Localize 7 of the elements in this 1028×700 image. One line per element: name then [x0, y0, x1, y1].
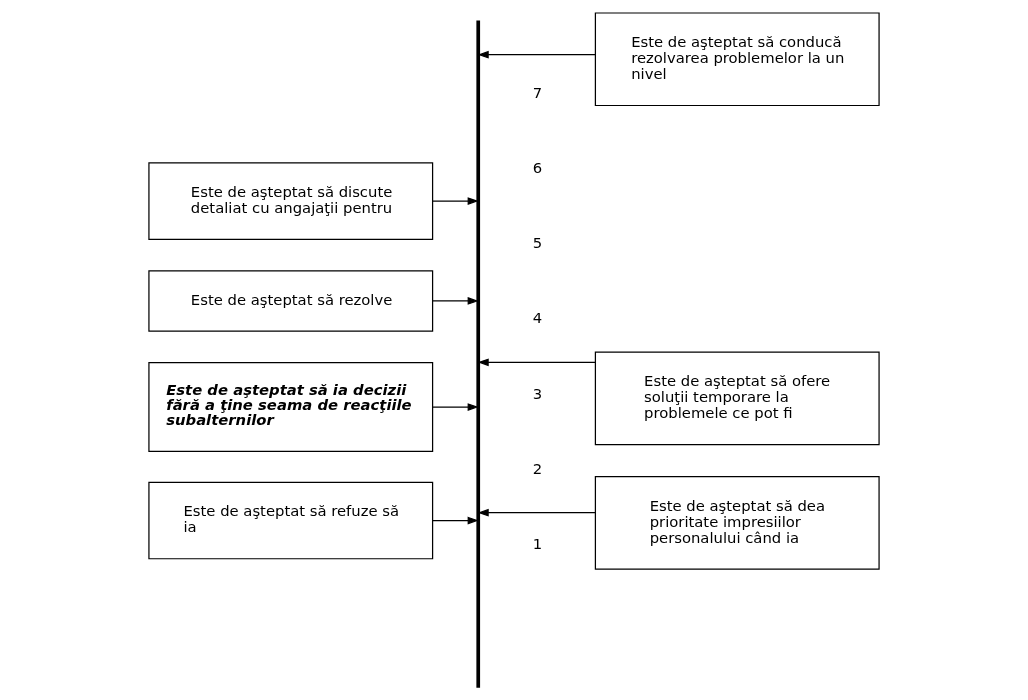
label: 6: [532, 158, 543, 176]
label: 3: [532, 384, 543, 402]
label: 1: [532, 535, 543, 552]
label: 2: [532, 459, 543, 477]
label: 7: [532, 83, 543, 101]
label: 5: [532, 234, 543, 252]
label: 4: [532, 309, 543, 327]
